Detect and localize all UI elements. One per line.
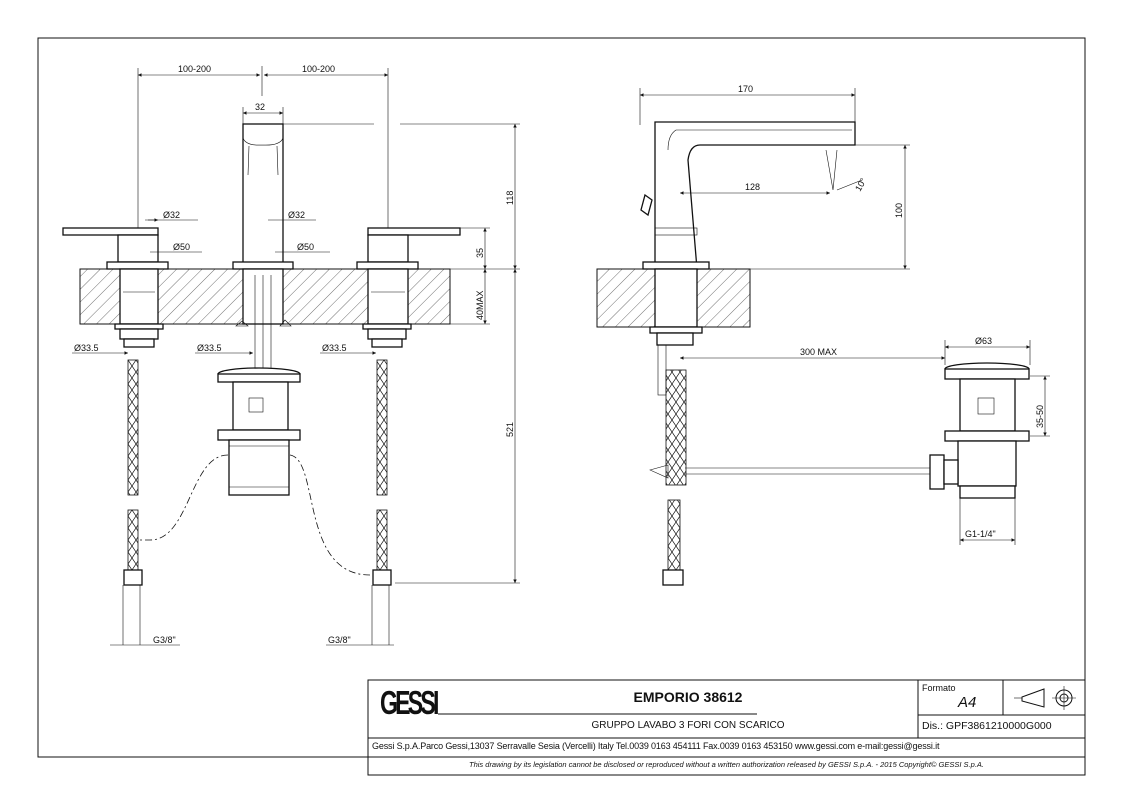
product-title: EMPORIO 38612 <box>633 689 743 705</box>
dim-handle-height: 35 <box>475 248 485 258</box>
drawing-frame <box>37 37 1086 758</box>
right-hose <box>376 359 388 496</box>
dim-spacing-right: 100-200 <box>302 64 335 74</box>
dim-total-height: 118 <box>505 191 515 205</box>
product-description: GRUPPO LAVABO 3 FORI CON SCARICO <box>591 720 785 731</box>
dim-pipe-right: Ø33.5 <box>322 343 347 353</box>
dim-spacing-left: 100-200 <box>178 64 211 74</box>
dim-drain-thread: G1-1/4" <box>965 529 996 539</box>
dim-counter-thickness: 40MAX <box>475 290 485 320</box>
drawing-number: Dis.: GPF3861210000G000 <box>922 720 1052 732</box>
side-view: 170 10° 128 100 300 MAX <box>596 84 1050 586</box>
dim-pipe-left: Ø33.5 <box>74 343 99 353</box>
dim-drain-diameter: Ø63 <box>975 336 992 346</box>
side-hoses <box>665 369 687 486</box>
gessi-logo: GESSI <box>380 684 439 721</box>
drain-assembly-front <box>217 367 301 496</box>
front-view: 100-200 100-200 32 Ø32 Ø50 Ø32 Ø50 <box>62 64 520 646</box>
dim-reach: 170 <box>738 84 753 94</box>
dim-spout-width: 32 <box>255 102 265 112</box>
dim-hose-length: 521 <box>505 422 515 437</box>
dim-spout-base-diameter: Ø50 <box>297 242 314 252</box>
dim-spout-projection: 128 <box>745 182 760 192</box>
copyright-notice: This drawing by its legislation cannot b… <box>469 760 984 769</box>
right-handle <box>367 227 461 236</box>
dim-handle-base-diameter: Ø50 <box>173 242 190 252</box>
format-label: Formato <box>922 683 956 693</box>
left-hose <box>127 359 139 496</box>
company-address: Gessi S.p.A.Parco Gessi,13037 Serravalle… <box>372 741 940 751</box>
spout <box>242 123 284 269</box>
dim-pipe-center: Ø33.5 <box>197 343 222 353</box>
spout-side <box>654 121 856 270</box>
dim-handle-diameter: Ø32 <box>163 210 180 220</box>
format-value: A4 <box>958 694 977 711</box>
title-block <box>367 679 1086 776</box>
dim-angle: 10° <box>853 176 869 193</box>
projection-symbol-icon <box>1014 686 1076 710</box>
dim-spout-height: 100 <box>894 203 904 218</box>
left-handle <box>62 227 159 236</box>
dim-thread-left: G3/8" <box>153 635 176 645</box>
drain-assembly-side <box>929 362 1030 499</box>
dim-drain-height: 35-50 <box>1035 405 1045 428</box>
dim-spout-diameter: Ø32 <box>288 210 305 220</box>
dim-rod-length: 300 MAX <box>800 347 837 357</box>
dim-thread-right: G3/8" <box>328 635 351 645</box>
